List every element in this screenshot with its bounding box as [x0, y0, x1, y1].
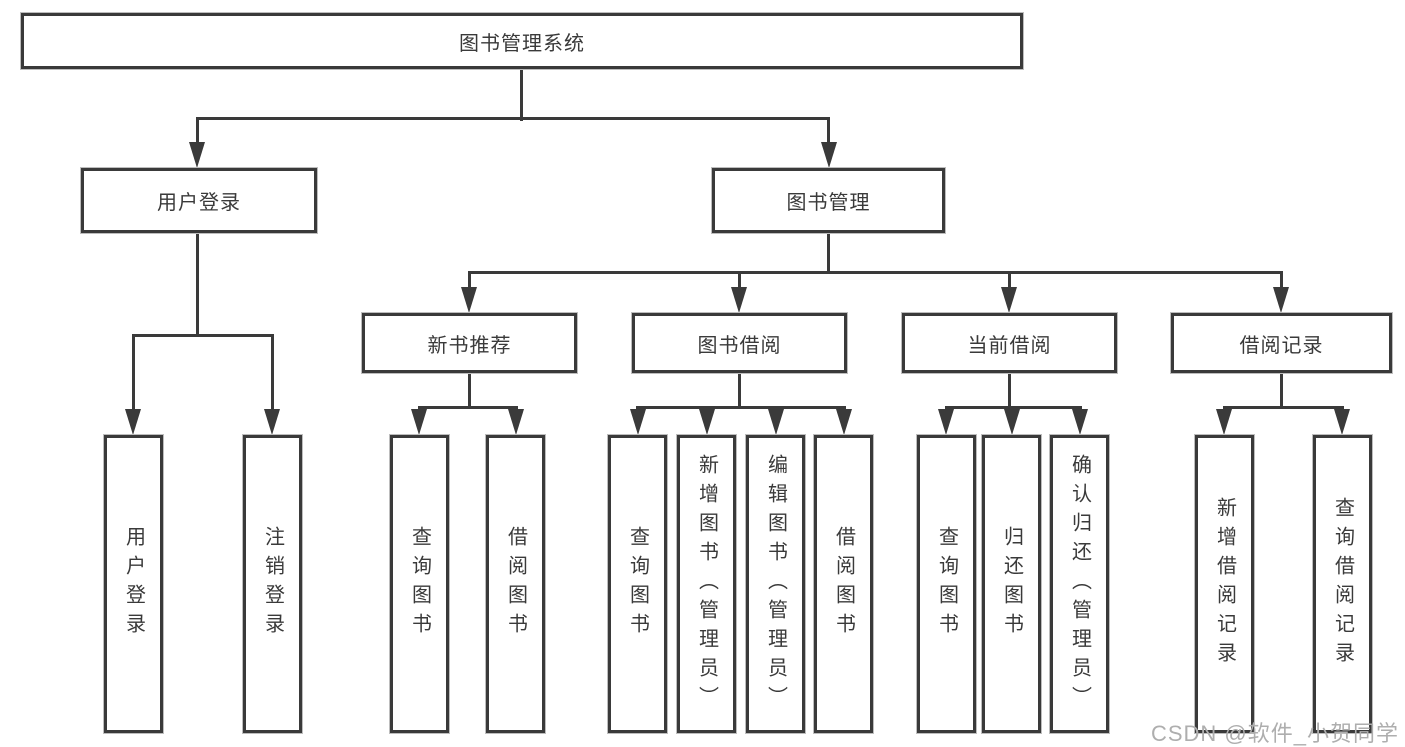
leaf-confirm-return-admin: 确认归还（管理员） — [1050, 435, 1109, 733]
node-borrow-records: 借阅记录 — [1171, 313, 1392, 373]
leaf-query-book-borrow: 查询图书 — [608, 435, 667, 733]
connector-line — [1223, 406, 1344, 409]
node-book-management: 图书管理 — [712, 168, 945, 233]
connector-line — [196, 233, 199, 337]
arrow-down-icon — [938, 409, 954, 435]
arrow-down-icon — [1216, 409, 1232, 435]
leaf-return-book: 归还图书 — [982, 435, 1041, 733]
arrow-down-icon — [768, 409, 784, 435]
connector-line — [520, 69, 523, 121]
arrow-down-icon — [1334, 409, 1350, 435]
connector-line — [738, 271, 741, 289]
node-label: 查询图书 — [626, 526, 649, 642]
arrow-down-icon — [731, 287, 747, 313]
connector-line — [827, 233, 830, 274]
node-label: 当前借阅 — [967, 334, 1052, 357]
node-label: 新增图书（管理员） — [695, 453, 718, 715]
connector-line — [196, 117, 199, 145]
leaf-query-borrow-record: 查询借阅记录 — [1313, 435, 1372, 733]
connector-line — [418, 406, 517, 409]
arrow-down-icon — [411, 409, 427, 435]
node-label: 注销登录 — [261, 526, 284, 642]
leaf-add-borrow-record: 新增借阅记录 — [1195, 435, 1254, 733]
arrow-down-icon — [821, 142, 837, 168]
arrow-down-icon — [125, 409, 141, 435]
connector-line — [1008, 373, 1011, 409]
leaf-logout: 注销登录 — [243, 435, 302, 733]
node-label: 借阅图书 — [832, 526, 855, 642]
csdn-watermark: CSDN @软件_小贺同学 — [1150, 721, 1399, 746]
node-current-borrow: 当前借阅 — [902, 313, 1117, 373]
connector-line — [636, 406, 845, 409]
node-label: 编辑图书（管理员） — [764, 453, 787, 715]
arrow-down-icon — [461, 287, 477, 313]
connector-line — [468, 373, 471, 409]
connector-line — [827, 117, 830, 145]
node-book-borrow: 图书借阅 — [632, 313, 847, 373]
connector-line — [1008, 271, 1011, 289]
leaf-borrow-book: 借阅图书 — [814, 435, 873, 733]
arrow-down-icon — [189, 142, 205, 168]
node-label: 归还图书 — [1000, 526, 1023, 642]
node-label: 用户登录 — [157, 192, 241, 214]
node-label: 图书借阅 — [697, 334, 782, 357]
node-label: 新增借阅记录 — [1213, 497, 1236, 671]
connector-line — [196, 117, 830, 120]
arrow-down-icon — [1004, 409, 1020, 435]
node-label: 查询图书 — [408, 526, 431, 642]
node-new-book-recommend: 新书推荐 — [362, 313, 577, 373]
connector-line — [738, 373, 741, 409]
arrow-down-icon — [264, 409, 280, 435]
arrow-down-icon — [1273, 287, 1289, 313]
node-label: 借阅记录 — [1239, 334, 1324, 357]
arrow-down-icon — [1001, 287, 1017, 313]
connector-line — [468, 271, 471, 289]
connector-line — [132, 334, 135, 411]
leaf-query-book-recommend: 查询图书 — [390, 435, 449, 733]
arrow-down-icon — [630, 409, 646, 435]
node-label: 图书管理系统 — [459, 32, 585, 55]
node-label: 图书管理 — [786, 192, 871, 214]
node-label: 用户登录 — [122, 526, 145, 642]
arrow-down-icon — [1072, 409, 1088, 435]
node-label: 查询图书 — [935, 526, 958, 642]
connector-line — [271, 334, 274, 411]
node-library-system: 图书管理系统 — [21, 13, 1023, 69]
arrow-down-icon — [508, 409, 524, 435]
node-label: 确认归还（管理员） — [1068, 453, 1091, 715]
arrow-down-icon — [836, 409, 852, 435]
connector-line — [132, 334, 274, 337]
arrow-down-icon — [699, 409, 715, 435]
leaf-query-book-current: 查询图书 — [917, 435, 976, 733]
node-label: 新书推荐 — [427, 334, 512, 357]
node-user-login: 用户登录 — [81, 168, 317, 233]
connector-line — [1280, 373, 1283, 409]
leaf-add-book-admin: 新增图书（管理员） — [677, 435, 736, 733]
node-label: 借阅图书 — [504, 526, 527, 642]
node-label: 查询借阅记录 — [1331, 497, 1354, 671]
connector-line — [1280, 271, 1283, 289]
connector-line — [468, 271, 1282, 274]
leaf-borrow-book-recommend: 借阅图书 — [486, 435, 545, 733]
leaf-user-login: 用户登录 — [104, 435, 163, 733]
leaf-edit-book-admin: 编辑图书（管理员） — [746, 435, 805, 733]
